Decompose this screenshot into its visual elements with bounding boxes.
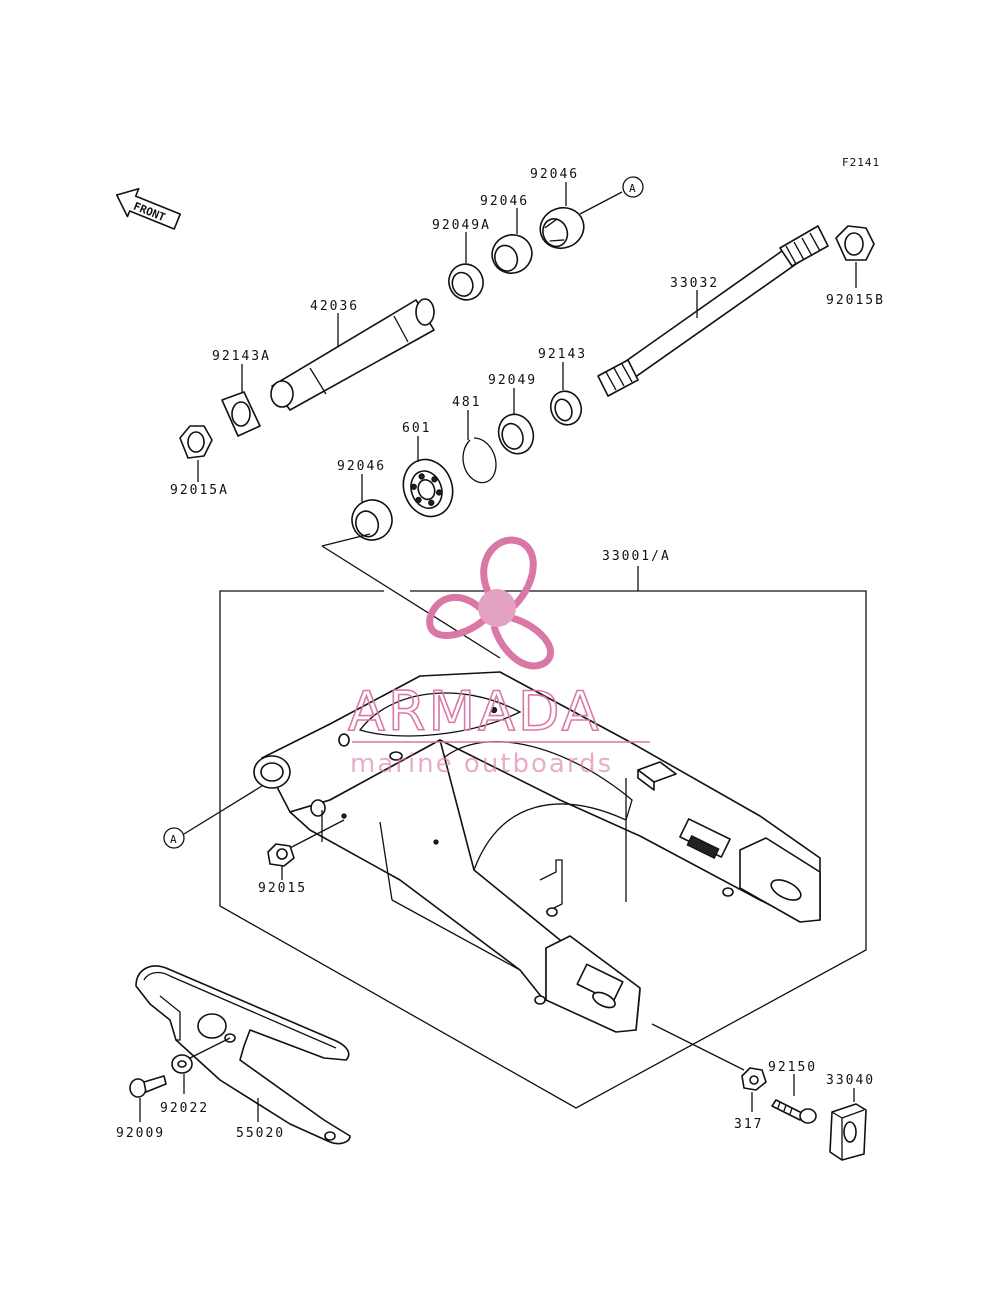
part-33032-axle[interactable] bbox=[597, 225, 829, 397]
part-92150-bolt[interactable] bbox=[771, 1099, 817, 1124]
label-42036: 42036 bbox=[310, 299, 359, 314]
part-92015a[interactable] bbox=[179, 425, 213, 459]
label-92015: 92015 bbox=[258, 881, 307, 896]
svg-text:A: A bbox=[629, 182, 637, 195]
part-92046-low[interactable] bbox=[346, 494, 397, 545]
axle-thread-right-icon bbox=[779, 225, 829, 267]
label-92049a: 92049A bbox=[432, 218, 491, 233]
label-33001a: 33001/A bbox=[602, 549, 671, 564]
label-92015a: 92015A bbox=[170, 483, 229, 498]
part-601-bearing[interactable] bbox=[396, 453, 461, 524]
part-92049[interactable] bbox=[493, 409, 539, 458]
part-92022-washer[interactable] bbox=[171, 1054, 193, 1074]
label-55020: 55020 bbox=[236, 1126, 285, 1141]
label-317: 317 bbox=[734, 1117, 763, 1132]
label-481: 481 bbox=[452, 395, 481, 410]
part-92143[interactable] bbox=[546, 387, 586, 429]
part-92015b[interactable] bbox=[835, 225, 875, 261]
label-92046-mid: 92046 bbox=[480, 194, 529, 209]
part-92046-top[interactable] bbox=[534, 202, 589, 255]
part-33001-swingarm[interactable] bbox=[253, 671, 821, 1033]
label-92143a: 92143A bbox=[212, 349, 271, 364]
propeller-logo-icon bbox=[426, 536, 555, 670]
label-92049: 92049 bbox=[488, 373, 537, 388]
part-33040-block[interactable] bbox=[829, 1103, 867, 1161]
part-92009-screw[interactable] bbox=[129, 1075, 167, 1098]
label-92150: 92150 bbox=[768, 1060, 817, 1075]
watermark-brand: ARMADA bbox=[348, 680, 602, 743]
label-92015b: 92015B bbox=[826, 293, 885, 308]
label-92046-top: 92046 bbox=[530, 167, 579, 182]
front-arrow-icon: FRONT bbox=[115, 187, 181, 230]
axle-thread-left-icon bbox=[597, 359, 639, 397]
armada-watermark: ARMADA marine outboards bbox=[347, 536, 650, 779]
svg-text:A: A bbox=[170, 833, 178, 846]
part-92046-mid[interactable] bbox=[487, 229, 538, 278]
watermark-tagline: marine outboards bbox=[350, 749, 613, 779]
figure-code: F2141 bbox=[842, 156, 880, 169]
part-42036-sleeve[interactable] bbox=[270, 298, 435, 411]
label-92143: 92143 bbox=[538, 347, 587, 362]
label-33040: 33040 bbox=[826, 1073, 875, 1088]
part-481-circlip[interactable] bbox=[462, 437, 497, 484]
part-92049a[interactable] bbox=[444, 259, 488, 304]
ref-marker-a-top[interactable]: A bbox=[622, 176, 644, 198]
part-92143a[interactable] bbox=[221, 391, 261, 437]
label-33032: 33032 bbox=[670, 276, 719, 291]
label-92046-low: 92046 bbox=[337, 459, 386, 474]
swingarm-assembly-bracket bbox=[219, 566, 867, 1109]
ref-marker-a-left[interactable]: A bbox=[163, 827, 185, 849]
label-92009: 92009 bbox=[116, 1126, 165, 1141]
label-601: 601 bbox=[402, 421, 431, 436]
part-55020-chain-guard[interactable] bbox=[135, 965, 351, 1145]
label-92022: 92022 bbox=[160, 1101, 209, 1116]
part-317-nut[interactable] bbox=[741, 1067, 767, 1091]
part-92015-bolt[interactable] bbox=[267, 843, 295, 867]
